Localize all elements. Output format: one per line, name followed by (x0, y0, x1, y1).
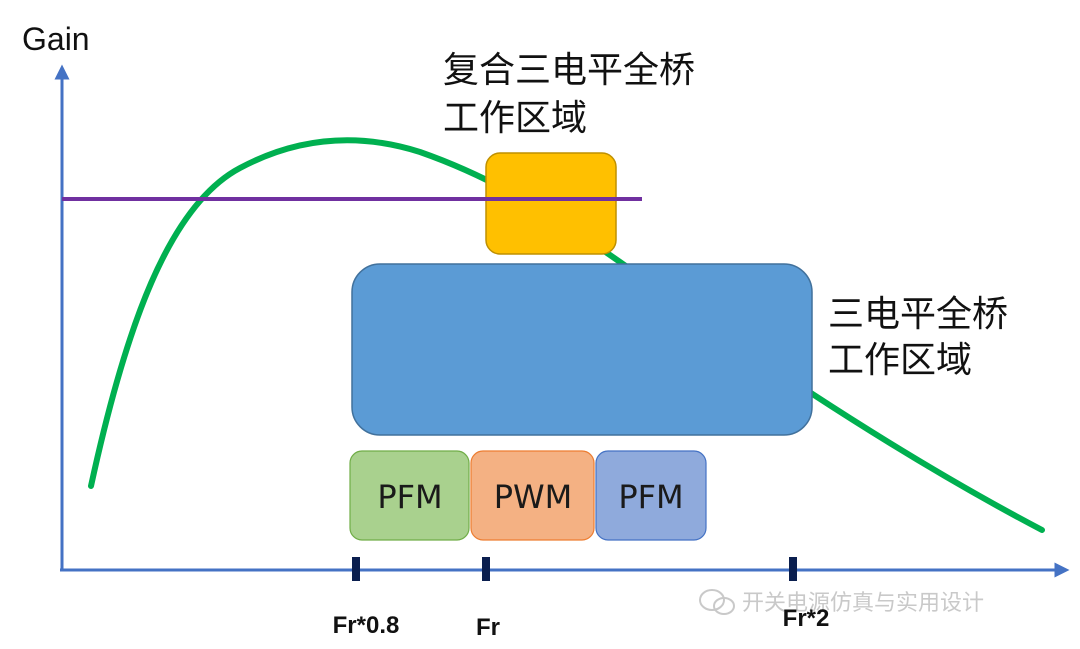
y-axis-label: Gain (22, 21, 90, 57)
composite-region-label-line2: 工作区域 (443, 98, 587, 139)
mode-box-pwm (470, 450, 595, 541)
three-level-region-label-line1: 三电平全桥 (828, 294, 1008, 335)
mode-label-pwm: PWM (494, 478, 573, 516)
tick-label-fr: Fr (476, 614, 500, 641)
tick-mark-fr-2 (789, 557, 797, 581)
tick-label-fr-2: Fr*2 (783, 605, 830, 632)
mode-box-pfm-left (349, 450, 470, 541)
wechat-icon (699, 589, 735, 615)
mode-label-pfm-right: PFM (618, 478, 683, 516)
three-level-region-box (351, 263, 813, 436)
composite-region-label-line1: 复合三电平全桥 (443, 50, 695, 91)
tick-mark-fr-0-8 (352, 557, 360, 581)
tick-mark-fr (482, 557, 490, 581)
tick-label-fr-0-8: Fr*0.8 (333, 612, 400, 639)
composite-region-box (485, 152, 617, 255)
watermark-text: 开关电源仿真与实用设计 (742, 591, 984, 616)
mode-label-pfm-left: PFM (377, 478, 442, 516)
three-level-region-label-line2: 工作区域 (828, 340, 972, 381)
mode-box-pfm-right (595, 450, 707, 541)
